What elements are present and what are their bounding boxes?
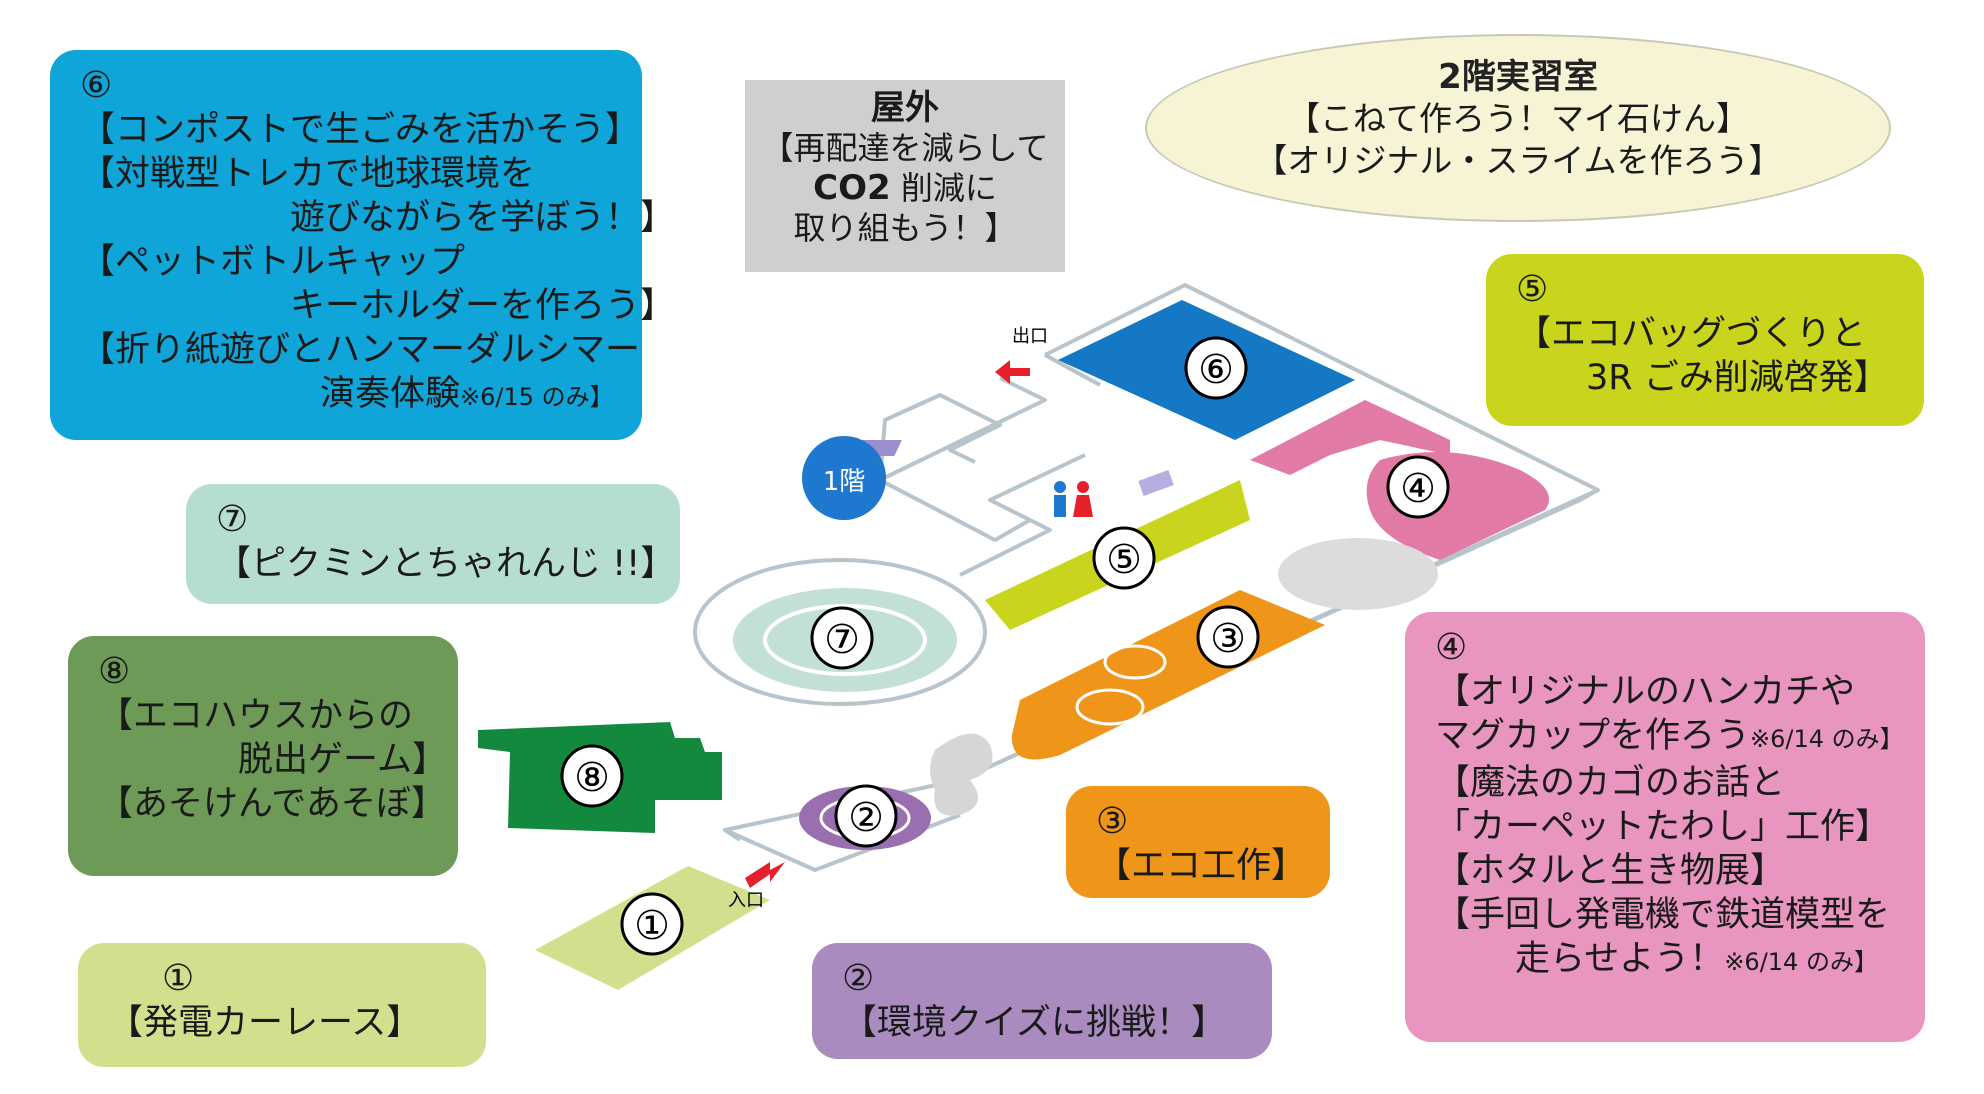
outdoor-line-2: CO2 削減に	[745, 168, 1065, 208]
zone-6-marker	[1184, 336, 1248, 400]
outdoor-title: 屋外	[871, 88, 939, 128]
zone-7-outline	[693, 558, 987, 706]
zone-8-line-3: 【あそけんであそぼ】	[98, 784, 446, 824]
zone-7-info-box: ⑦ 【ピクミンとちゃれんじ !!】	[186, 484, 680, 604]
zone-4-number: ④	[1435, 627, 1468, 668]
zone-4-note-1: ※6/14 のみ】	[1750, 725, 1904, 753]
zone-1-marker-label: ①	[634, 903, 670, 949]
entrance-arrow-icon	[745, 862, 785, 888]
zone-3-line-1: 【エコ工作】	[1096, 846, 1307, 886]
female-icon-body	[1073, 495, 1093, 517]
zone-7-ring	[763, 604, 927, 676]
zone-5-marker-label: ⑤	[1106, 537, 1142, 583]
outdoor-co2: CO2	[813, 168, 891, 208]
zone-4-line-7: 走らせよう！※6/14 のみ】	[1435, 937, 1895, 984]
zone-3-number: ③	[1096, 801, 1129, 842]
zone-4-line-2-text: マグカップを作ろう	[1435, 716, 1751, 756]
zone-8-marker-label: ⑧	[574, 755, 610, 801]
zone-6-marker-label: ⑥	[1198, 347, 1234, 393]
zone-6-line-4: 【ペットボトルキャップ	[80, 242, 466, 282]
zone-6-note: ※6/15 のみ】	[460, 383, 614, 411]
exit-arrow-icon	[995, 360, 1030, 384]
female-icon	[1077, 481, 1089, 493]
zone-7-number: ⑦	[216, 499, 249, 540]
gray-circle-area	[1278, 538, 1438, 610]
floor-2-title: 2階実習室	[1438, 57, 1598, 97]
zone-1-marker	[620, 892, 684, 956]
zone-3-info-box: ③ 【エコ工作】	[1066, 786, 1330, 898]
zone-4-line-2: マグカップを作ろう※6/14 のみ】	[1435, 714, 1904, 761]
zone-4-line-3: 【魔法のカゴのお話と	[1435, 763, 1786, 803]
zone-2-line-1: 【環境クイズに挑戦！】	[842, 1003, 1226, 1043]
zone-6-line-3: 遊びながらを学ぼう！】	[290, 198, 676, 238]
zone-7-marker-label: ⑦	[824, 617, 860, 663]
zone-2-marker-label: ②	[848, 795, 884, 841]
zone-8-line-1: 【エコハウスからの	[98, 696, 414, 736]
zone-5-line-2: 3R ごみ削減啓発】	[1586, 358, 1889, 398]
zone-6-line-7-text: 演奏体験	[320, 374, 461, 414]
exit-label: 出口	[1012, 326, 1048, 347]
floor-2-info-ellipse: 2階実習室 【こねて作ろう！マイ石けん】 【オリジナル・スライムを作ろう】	[1145, 34, 1891, 222]
zone-6-line-5: キーホルダーを作ろう】	[290, 286, 676, 326]
floor-2-line-2: 【オリジナル・スライムを作ろう】	[1254, 141, 1782, 180]
zone-6-line-6: 【折り紙遊びとハンマーダルシマー	[80, 330, 641, 370]
outdoor-line-1: 【再配達を減らして	[761, 129, 1049, 167]
zone-8-info-box: ⑧ 【エコハウスからの 脱出ゲーム】 【あそけんであそぼ】	[68, 636, 458, 876]
elevator-block	[1138, 470, 1174, 496]
zone-5-marker	[1092, 526, 1156, 590]
zone-4-info-box: ④ 【オリジナルのハンカチや マグカップを作ろう※6/14 のみ】 【魔法のカゴ…	[1405, 612, 1925, 1042]
zone-7-line-1: 【ピクミンとちゃれんじ !!】	[216, 544, 676, 584]
zone-6-info-box: ⑥ 【コンポストで生ごみを活かそう】 【対戦型トレカで地球環境を 遊びながらを学…	[50, 50, 676, 440]
zone-4-note-2: ※6/14 のみ】	[1724, 948, 1878, 976]
outdoor-line-3: 取り組もう！】	[793, 209, 1017, 247]
zone-2-number: ②	[842, 958, 875, 999]
zone-3-area	[1011, 590, 1325, 760]
zone-4-line-1: 【オリジナルのハンカチや	[1435, 672, 1856, 712]
floor-2-line-1: 【こねて作ろう！マイ石けん】	[1287, 99, 1749, 138]
zone-1-line-1: 【発電カーレース】	[108, 1003, 422, 1043]
zone-7-marker	[810, 606, 874, 670]
zone-6-line-7: 演奏体験※6/15 のみ】	[80, 372, 614, 419]
zone-5-line-1: 【エコバッグづくりと	[1516, 314, 1867, 354]
zone-4-area-top	[1250, 400, 1450, 475]
zone-6-line-1: 【コンポストで生ごみを活かそう】	[80, 110, 641, 150]
gray-blob-area	[930, 733, 993, 816]
male-icon	[1054, 481, 1066, 493]
zone-1-number: ①	[162, 958, 195, 999]
zone-3-marker-label: ③	[1210, 616, 1246, 662]
floor-1-badge	[802, 436, 886, 520]
zone-number-markers: ⑥ ④ ⑤ ⑦ ③ ⑧ ② ①	[560, 336, 1450, 956]
zone-1-info-box: ① 【発電カーレース】	[78, 943, 486, 1067]
zone-8-number: ⑧	[98, 651, 131, 692]
outdoor-line-2-text: 削減に	[900, 169, 997, 207]
zone-8-line-2: 脱出ゲーム】	[238, 740, 447, 780]
zone-5-info-box: ⑤ 【エコバッグづくりと 3R ごみ削減啓発】	[1486, 254, 1924, 426]
zone-4-line-4: 「カーペットたわし」工作】	[1435, 807, 1891, 847]
zone-4-line-6: 【手回し発電機で鉄道模型を	[1435, 895, 1891, 935]
zone-3-circle-1	[1103, 644, 1167, 680]
zone-4-marker	[1386, 455, 1450, 519]
zone-4-line-5: 【ホタルと生き物展】	[1435, 851, 1786, 891]
zone-2-marker	[834, 784, 898, 848]
zone-4-line-7-text: 走らせよう！	[1515, 939, 1725, 979]
zone-2-info-box: ② 【環境クイズに挑戦！】	[812, 943, 1272, 1059]
zone-5-number: ⑤	[1516, 269, 1549, 310]
zone-8-marker	[560, 744, 624, 808]
zone-4-marker-label: ④	[1400, 466, 1436, 512]
entrance-label: 入口	[728, 890, 764, 911]
floor-1-label: 1階	[823, 467, 866, 497]
zone-6-number: ⑥	[80, 65, 113, 106]
male-icon-body	[1054, 495, 1066, 517]
outdoor-info-box: 屋外 【再配達を減らして CO2 削減に 取り組もう！】	[745, 80, 1065, 272]
zone-3-marker	[1196, 605, 1260, 669]
zone-6-line-2: 【対戦型トレカで地球環境を	[80, 154, 536, 194]
zone-3-circle-2	[1075, 688, 1145, 726]
